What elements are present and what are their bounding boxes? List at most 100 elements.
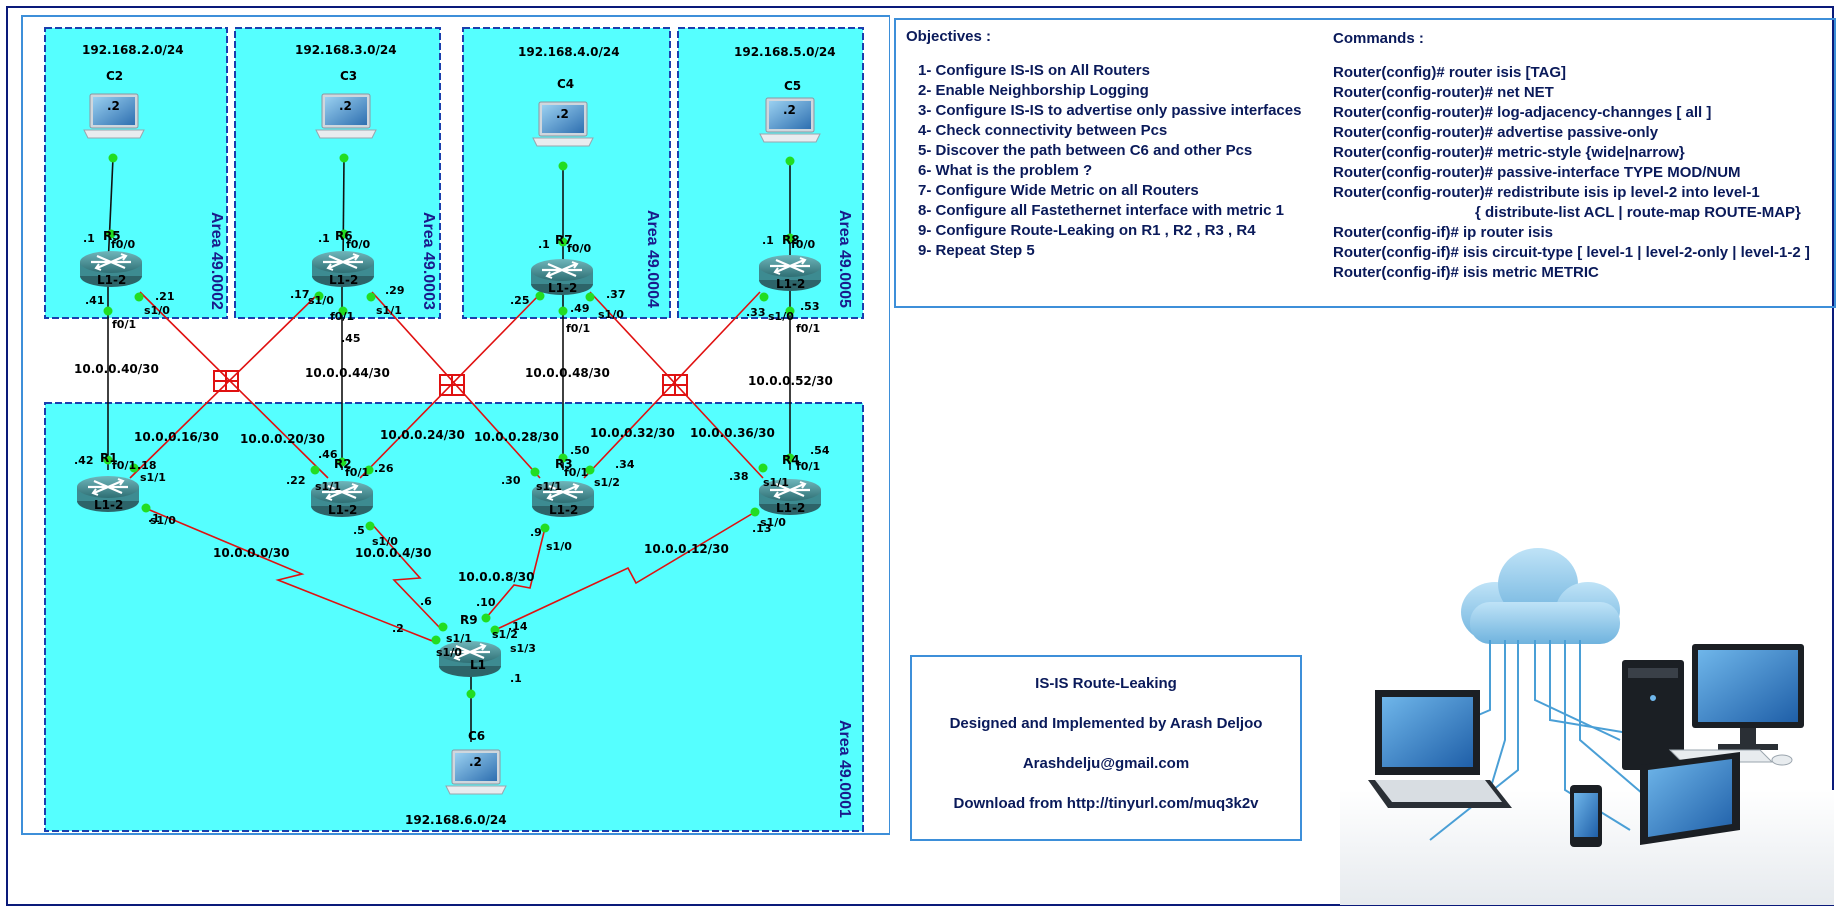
if-label: .45: [341, 332, 361, 345]
subnet-label: 10.0.0.4/30: [355, 546, 432, 560]
if-label: .26: [374, 462, 394, 475]
if-label: .30: [501, 474, 521, 487]
if-label: s1/3: [510, 642, 536, 655]
subnet-label: 10.0.0.52/30: [748, 374, 833, 388]
subnet-label: 10.0.0.20/30: [240, 432, 325, 446]
subnet-label: 10.0.0.16/30: [134, 430, 219, 444]
if-label: .34: [615, 458, 635, 471]
if-label: .1: [148, 512, 160, 525]
if-label: s1/0: [150, 514, 176, 527]
if-label: .9: [530, 526, 542, 539]
r7-name: R7: [555, 233, 573, 247]
objective-item: 8- Configure all Fastethernet interface …: [918, 202, 1284, 219]
port-dots: [103, 153, 795, 699]
r1-type: L1-2: [94, 498, 123, 512]
subnet-label: 10.0.0.28/30: [474, 430, 559, 444]
command-line: Router(config-router)# redistribute isis…: [1333, 184, 1760, 201]
phone-icon: [1570, 785, 1602, 847]
objective-item: 7- Configure Wide Metric on all Routers: [918, 182, 1199, 199]
if-label: .33: [746, 306, 766, 319]
if-label: .25: [510, 294, 530, 307]
if-label: s1/2: [594, 476, 620, 489]
objective-item: 9- Repeat Step 5: [918, 242, 1035, 259]
r2-type: L1-2: [328, 503, 357, 517]
subnet-label: 10.0.0.24/30: [380, 428, 465, 442]
command-line: { distribute-list ACL | route-map ROUTE-…: [1475, 204, 1801, 221]
r7-type: L1-2: [548, 281, 577, 295]
if-label: .38: [729, 470, 749, 483]
c5-ip: .2: [783, 103, 796, 117]
objective-item: 9- Configure Route-Leaking on R1 , R2 , …: [918, 222, 1256, 239]
outer-frame: [6, 6, 1834, 906]
commands-title: Commands :: [1333, 30, 1424, 47]
info-download[interactable]: Download from http://tinyurl.com/muq3k2v: [953, 795, 1259, 812]
r3-type: L1-2: [549, 503, 578, 517]
objective-item: 5- Discover the path between C6 and othe…: [918, 142, 1253, 159]
laptop-icon: [1368, 690, 1512, 808]
subnet-label: 10.0.0.36/30: [690, 426, 775, 440]
subnet-label: 10.0.0.44/30: [305, 366, 390, 380]
if-label: .1: [762, 234, 774, 247]
if-label: f0/1: [566, 322, 590, 335]
if-label: .46: [318, 448, 338, 461]
subnet-label: 10.0.0.0/30: [213, 546, 290, 560]
r4-type: L1-2: [776, 501, 805, 515]
info-email[interactable]: Arashdelju@gmail.com: [1022, 755, 1190, 772]
c3-name: C3: [340, 69, 357, 83]
if-label: .54: [810, 444, 830, 457]
area-label-0005: Area 49.0005: [836, 210, 853, 308]
if-label: f0/1: [796, 322, 820, 335]
command-line: Router(config-if)# isis metric METRIC: [1333, 264, 1599, 281]
net-area5: 192.168.5.0/24: [734, 45, 836, 59]
if-label: s1/0: [144, 304, 170, 317]
if-label: .13: [752, 522, 772, 535]
if-label: s1/0: [372, 535, 398, 548]
r8-type: L1-2: [776, 277, 805, 291]
area-label-0001: Area 49.0001: [836, 720, 853, 818]
if-label: .22: [286, 474, 306, 487]
r6-type: L1-2: [329, 273, 358, 287]
r2-name: R2: [334, 457, 352, 471]
command-line: Router(config-router)# advertise passive…: [1333, 124, 1659, 141]
net-area2: 192.168.2.0/24: [82, 43, 184, 57]
if-label: s1/1: [315, 480, 341, 493]
r3-name: R3: [555, 457, 573, 471]
objective-item: 2- Enable Neighborship Logging: [918, 82, 1149, 99]
subnet-label: 10.0.0.48/30: [525, 366, 610, 380]
net-area4: 192.168.4.0/24: [518, 45, 620, 59]
c2-name: C2: [106, 69, 123, 83]
if-label: .1: [510, 672, 522, 685]
if-label: f0/1: [112, 459, 136, 472]
objective-item: 4- Check connectivity between Pcs: [918, 122, 1168, 139]
r9-name: R9: [460, 613, 478, 627]
c6-ip: .2: [469, 755, 482, 769]
net-area1: 192.168.6.0/24: [405, 813, 507, 827]
if-label: s1/0: [768, 310, 794, 323]
objective-item: 6- What is the problem ?: [918, 162, 1093, 179]
area-label-0004: Area 49.0004: [644, 210, 661, 308]
command-line: Router(config-if)# ip router isis: [1333, 224, 1554, 241]
if-label: f0/0: [346, 238, 370, 251]
if-label: .6: [420, 595, 432, 608]
subnet-label: 10.0.0.12/30: [644, 542, 729, 556]
if-label: s1/1: [446, 632, 472, 645]
if-label: f0/1: [112, 318, 136, 331]
if-label: f0/1: [564, 466, 588, 479]
if-label: f0/1: [330, 310, 354, 323]
if-label: s1/1: [376, 304, 402, 317]
if-label: s1/1: [140, 471, 166, 484]
area-label-0003: Area 49.0003: [420, 212, 437, 310]
if-label: .50: [570, 444, 590, 457]
if-label: .1: [83, 232, 95, 245]
if-label: .1: [538, 238, 550, 251]
r4-name: R4: [782, 453, 800, 467]
if-label: .37: [606, 288, 626, 301]
if-label: .10: [476, 596, 496, 609]
if-label: .17: [290, 288, 310, 301]
c4-ip: .2: [556, 107, 569, 121]
if-label: .41: [85, 294, 105, 307]
r9-type: L1: [470, 658, 486, 672]
if-label: s1/0: [760, 516, 786, 529]
c2-ip: .2: [107, 99, 120, 113]
if-label: .29: [385, 284, 405, 297]
